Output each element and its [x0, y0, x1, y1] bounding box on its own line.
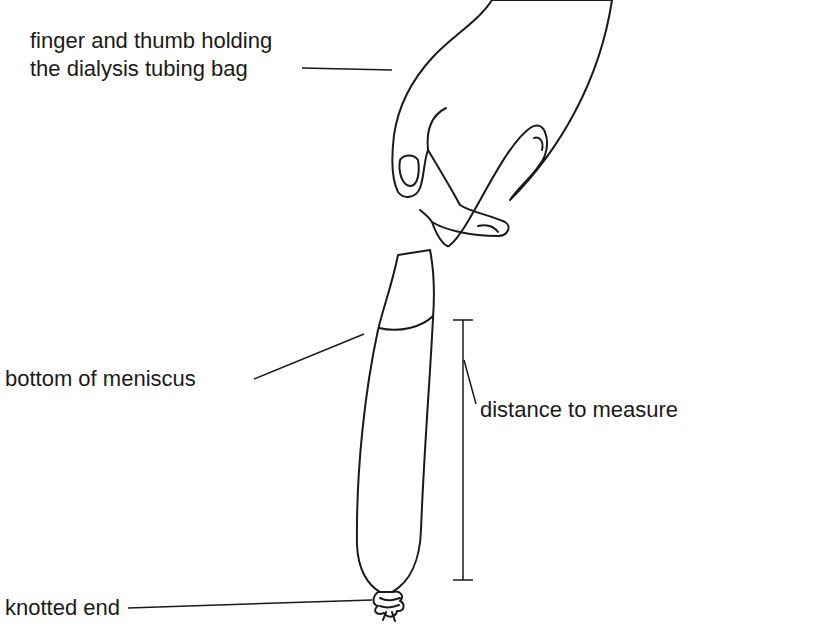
- leader-line: [254, 334, 364, 379]
- dialysis-bag: [357, 250, 434, 592]
- leader-line: [302, 68, 392, 70]
- leader-line: [128, 600, 372, 608]
- meniscus: [379, 316, 433, 330]
- dimension-label: distance to measure: [480, 396, 740, 424]
- dimension-bracket: [453, 320, 473, 580]
- hand: [392, 0, 612, 246]
- callout-label: finger and thumb holding the dialysis tu…: [30, 27, 280, 83]
- callout-label: bottom of meniscus: [5, 365, 265, 393]
- callout-label: knotted end: [5, 594, 205, 622]
- leader-line: [464, 360, 476, 404]
